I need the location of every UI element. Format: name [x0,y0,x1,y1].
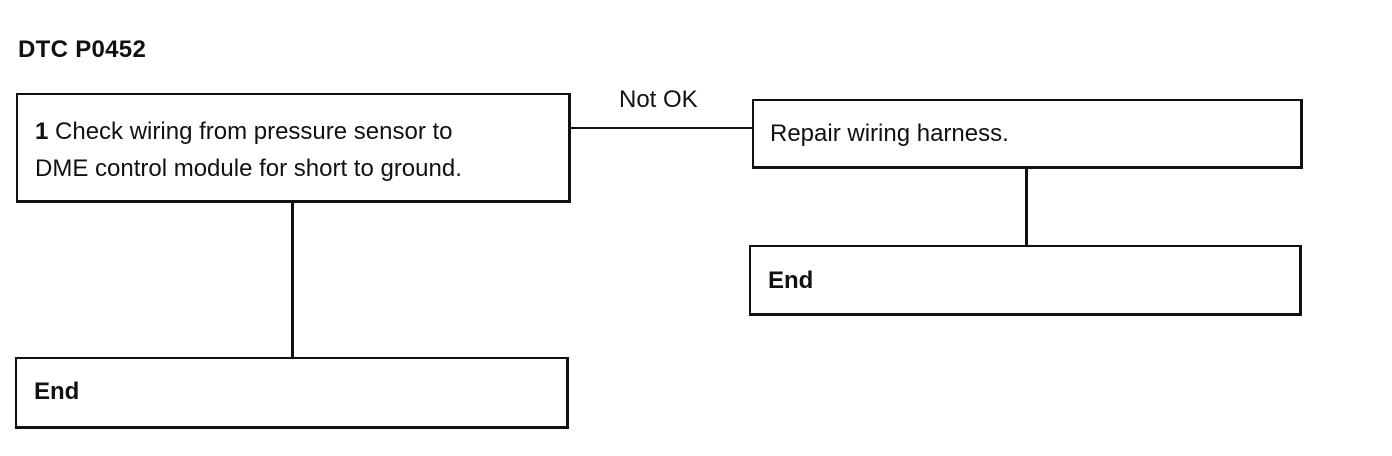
end-right-text: End [768,267,814,294]
diagram-title: DTC P0452 [18,36,147,63]
repair-text: Repair wiring harness. [770,120,1009,147]
not-ok-label: Not OK [619,86,698,113]
repair-box: Repair wiring harness. [752,99,1303,169]
step-1-box: 1 Check wiring from pressure sensor to D… [16,93,571,203]
connector-not-ok [571,127,752,129]
connector-step-1-to-end [291,203,294,358]
connector-repair-to-end [1025,169,1028,247]
end-right-box: End [749,245,1302,316]
step-1-number: 1 [35,118,49,145]
step-1-text: 1 Check wiring from pressure sensor to D… [35,113,462,187]
end-left-text: End [34,378,80,405]
step-1-line-1-text: Check wiring from pressure sensor to [55,118,453,145]
step-1-line-2: DME control module for short to ground. [35,155,462,182]
end-left-box: End [15,357,569,429]
step-1-line-1: 1 Check wiring from pressure sensor to [35,113,462,150]
